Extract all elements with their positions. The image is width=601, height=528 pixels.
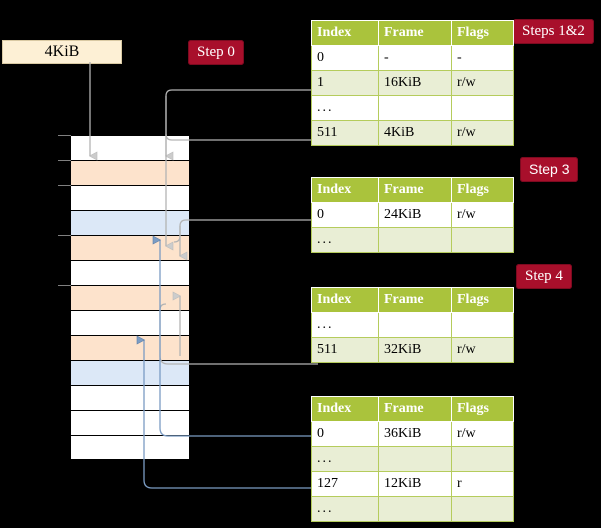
column-header-index: Index bbox=[311, 396, 379, 422]
table-cell bbox=[378, 227, 452, 253]
memory-frame-row bbox=[70, 160, 190, 185]
column-header-frame: Frame bbox=[378, 396, 452, 422]
column-header-index: Index bbox=[311, 20, 379, 46]
memory-frame-row bbox=[70, 235, 190, 260]
column-header-flags: Flags bbox=[451, 396, 514, 422]
table-cell: 0 bbox=[311, 45, 379, 71]
column-header-frame: Frame bbox=[378, 177, 452, 203]
frame-tick bbox=[58, 135, 71, 136]
memory-frame-row bbox=[70, 335, 190, 360]
column-header-flags: Flags bbox=[451, 287, 514, 313]
table-cell: ... bbox=[311, 312, 379, 338]
table-cell: r/w bbox=[451, 70, 514, 96]
frame-tick bbox=[58, 285, 71, 286]
memory-frame-row bbox=[70, 385, 190, 410]
table-cell bbox=[378, 496, 452, 522]
table-cell: ... bbox=[311, 446, 379, 472]
table-cell: 12KiB bbox=[378, 471, 452, 497]
table-cell: ... bbox=[311, 95, 379, 121]
source-frame-box: 4KiB bbox=[2, 40, 122, 64]
frame-tick bbox=[58, 235, 71, 236]
table-cell bbox=[378, 312, 452, 338]
column-header-index: Index bbox=[311, 177, 379, 203]
memory-frame-row bbox=[70, 435, 190, 460]
table-cell bbox=[451, 312, 514, 338]
table-cell: r/w bbox=[451, 202, 514, 228]
column-header-flags: Flags bbox=[451, 177, 514, 203]
wire-l3-row0-out bbox=[173, 219, 318, 243]
table-cell: ... bbox=[311, 227, 379, 253]
table-cell: 36KiB bbox=[378, 421, 452, 447]
column-header-frame: Frame bbox=[378, 287, 452, 313]
table-cell: r/w bbox=[451, 337, 514, 363]
physical-memory-column bbox=[70, 135, 190, 460]
table-cell: r bbox=[451, 471, 514, 497]
table-cell: - bbox=[451, 45, 514, 71]
memory-frame-row bbox=[70, 260, 190, 285]
table-cell: r/w bbox=[451, 120, 514, 146]
badge-step-0-label: Step 0 bbox=[197, 44, 235, 60]
column-header-index: Index bbox=[311, 287, 379, 313]
table-cell bbox=[451, 227, 514, 253]
table-cell: 127 bbox=[311, 471, 379, 497]
badge-step-4-label: Step 4 bbox=[525, 268, 563, 284]
source-frame-label: 4KiB bbox=[44, 43, 80, 60]
memory-frame-row bbox=[70, 135, 190, 160]
table-row: ... bbox=[311, 312, 514, 338]
table-cell: 16KiB bbox=[378, 70, 452, 96]
table-cell: 32KiB bbox=[378, 337, 452, 363]
table-cell: 0 bbox=[311, 202, 379, 228]
memory-frame-row bbox=[70, 310, 190, 335]
badge-step-0: Step 0 bbox=[188, 40, 244, 65]
table-cell bbox=[451, 95, 514, 121]
table-cell: 1 bbox=[311, 70, 379, 96]
table-cell bbox=[451, 496, 514, 522]
table-row: 0-- bbox=[311, 45, 514, 71]
table-cell: 511 bbox=[311, 120, 379, 146]
table-row: ... bbox=[311, 95, 514, 121]
badge-steps-1-2: Steps 1&2 bbox=[513, 19, 594, 44]
table-cell bbox=[378, 446, 452, 472]
badge-step-4: Step 4 bbox=[516, 264, 572, 289]
memory-frame-row bbox=[70, 360, 190, 385]
frame-tick bbox=[58, 185, 71, 186]
column-header-frame: Frame bbox=[378, 20, 452, 46]
memory-frame-row bbox=[70, 185, 190, 210]
table-cell: ... bbox=[311, 496, 379, 522]
memory-frame-row bbox=[70, 210, 190, 235]
table-row: ... bbox=[311, 446, 514, 472]
table-cell: 4KiB bbox=[378, 120, 452, 146]
table-cell bbox=[451, 446, 514, 472]
table-cell: 511 bbox=[311, 337, 379, 363]
memory-frame-row bbox=[70, 410, 190, 435]
memory-frame-row bbox=[70, 285, 190, 310]
frame-tick bbox=[58, 160, 71, 161]
table-cell: 24KiB bbox=[378, 202, 452, 228]
column-header-flags: Flags bbox=[451, 20, 514, 46]
table-cell bbox=[378, 95, 452, 121]
table-row: ... bbox=[311, 227, 514, 253]
table-cell: r/w bbox=[451, 421, 514, 447]
wire-l4-row511-out bbox=[165, 89, 318, 141]
badge-step-3-label: Step 3 bbox=[529, 161, 570, 177]
table-row: ... bbox=[311, 496, 514, 522]
badge-steps-1-2-label: Steps 1&2 bbox=[522, 23, 585, 39]
badge-step-3: Step 3 bbox=[520, 157, 579, 182]
table-cell: - bbox=[378, 45, 452, 71]
table-cell: 0 bbox=[311, 421, 379, 447]
